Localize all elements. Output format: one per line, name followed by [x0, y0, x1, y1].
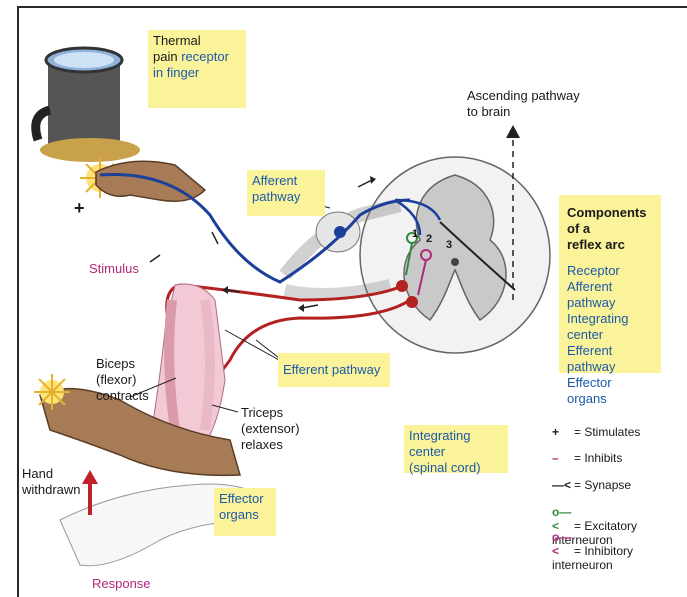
motor-neuron-1	[396, 280, 408, 292]
stimulus-plus-sign: +	[74, 200, 85, 216]
thermal-line1: Thermal	[153, 33, 241, 49]
legend-inhibits: –= Inhibits	[552, 451, 622, 465]
spinal-cord-cross-section	[360, 157, 550, 353]
response-heat-burst-icon	[34, 374, 70, 410]
excitatory-interneuron-legend-icon: o—<	[552, 505, 574, 533]
afferent-pathway-note: Afferent pathway	[247, 170, 325, 216]
minus-icon: –	[552, 451, 574, 465]
stimulus-label: Stimulus	[89, 261, 139, 277]
synapse-icon: —<	[552, 478, 574, 492]
response-label: Response	[92, 576, 151, 592]
integrating-center-note: Integrating center (spinal cord)	[404, 425, 508, 473]
legend-inhibitory-interneuron: o—<= Inhibitory interneuron	[552, 530, 687, 572]
neuron-number-2: 2	[426, 231, 432, 247]
component-item: Integrating center	[567, 311, 653, 343]
biceps-muscle	[169, 300, 175, 430]
thermal-receptor-note: Thermal pain receptor in finger	[148, 30, 246, 108]
component-item: Effector organs	[567, 375, 653, 407]
triceps-muscle	[205, 300, 210, 430]
component-item: Afferent pathway	[567, 279, 653, 311]
legend-stimulates: += Stimulates	[552, 425, 640, 439]
efferent-pathway-note: Efferent pathway	[278, 353, 390, 387]
ascending-pathway-label: Ascending pathway to brain	[467, 88, 580, 120]
inhibitory-interneuron-legend-icon: o—<	[552, 530, 574, 558]
components-of-reflex-arc-note: Components of a reflex arc Receptor Affe…	[559, 195, 661, 373]
effector-organs-note: Effector organs	[214, 488, 276, 536]
thermal-line3: in finger	[153, 65, 241, 81]
motor-neuron-2	[406, 296, 418, 308]
neuron-number-1: 1	[412, 226, 418, 242]
plus-icon: +	[552, 425, 574, 439]
biceps-label: Biceps (flexor) contracts	[96, 356, 149, 404]
hot-pot-illustration	[36, 48, 140, 162]
thermal-line2a: pain	[153, 49, 181, 64]
component-item: Receptor	[567, 263, 653, 279]
thermal-line2b: receptor	[181, 49, 229, 64]
legend-synapse: —<= Synapse	[552, 478, 631, 492]
triceps-label: Triceps (extensor) relaxes	[241, 405, 300, 453]
component-item: Efferent pathway	[567, 343, 653, 375]
hand-withdrawn-label: Hand withdrawn	[22, 466, 81, 498]
neuron-number-3: 3	[446, 237, 452, 253]
